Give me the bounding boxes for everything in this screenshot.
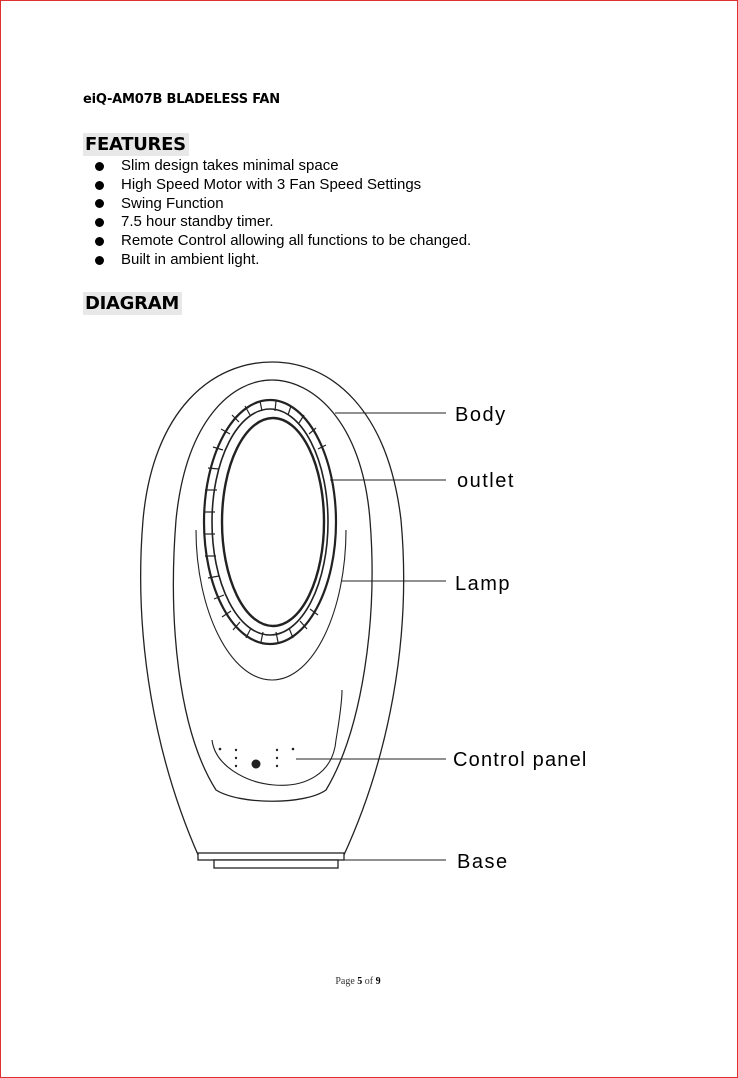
label-base: Base xyxy=(457,850,509,874)
fan-base-foot xyxy=(214,860,338,868)
footer-separator: of xyxy=(365,976,373,987)
fan-body-outline xyxy=(141,362,404,857)
label-outlet: outlet xyxy=(457,469,515,493)
fan-base xyxy=(198,853,344,860)
footer-current-page: 5 xyxy=(357,976,362,987)
label-body: Body xyxy=(455,403,507,427)
footer-total-pages: 9 xyxy=(376,976,381,987)
label-control-panel: Control panel xyxy=(453,748,588,772)
label-lamp: Lamp xyxy=(455,572,511,596)
page-footer: Page 5 of 9 xyxy=(0,976,716,987)
footer-prefix: Page xyxy=(335,976,354,987)
